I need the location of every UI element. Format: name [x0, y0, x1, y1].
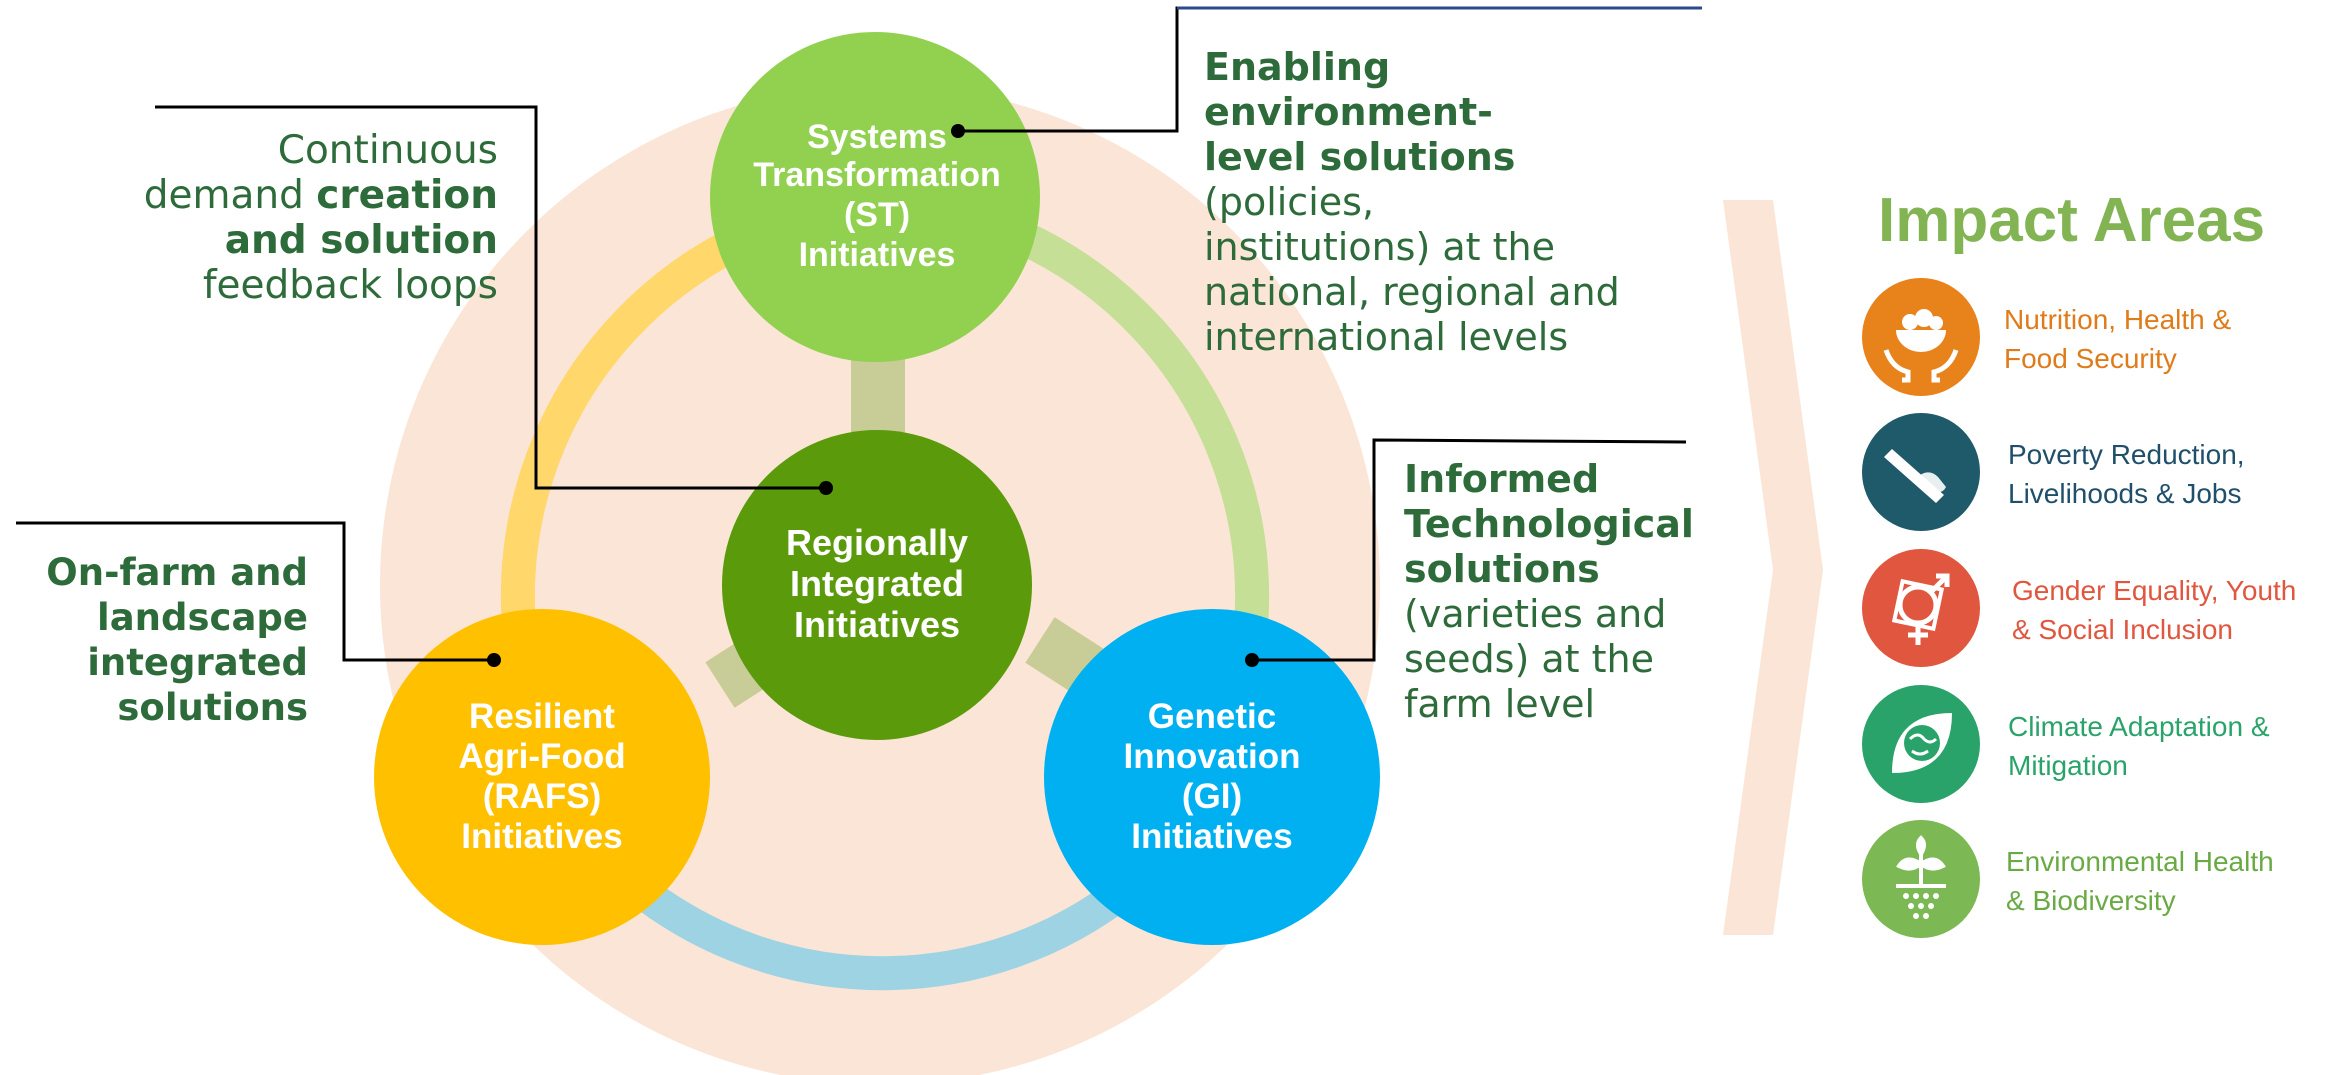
rafs-label-3: (RAFS) — [483, 777, 602, 816]
st-circle — [710, 32, 1040, 362]
impact-label-biodiversity: Environmental Health & Biodiversity — [2006, 842, 2336, 920]
impact-label-nutrition: Nutrition, Health & Food Security — [2004, 300, 2334, 378]
gender-icon — [1862, 549, 1980, 667]
informed-line-6: farm level — [1404, 682, 1596, 726]
feedback-line-3: and solution — [130, 218, 498, 263]
enabling-line-3: institutions) at the — [1204, 225, 1555, 269]
enabling-line-4: national, regional and — [1204, 270, 1620, 314]
leader-line-onfarm — [16, 521, 494, 662]
enabling-rest-1: (policies, — [1204, 180, 1375, 224]
onfarm-line-1: On-farm and — [46, 551, 308, 594]
gi-label-4: Initiatives — [1131, 817, 1292, 856]
gi-label-3: (GI) — [1182, 777, 1242, 816]
rafs-circle — [374, 609, 710, 945]
impact-label-climate-2: Mitigation — [2008, 750, 2128, 781]
impact-areas-title: Impact Areas — [1878, 186, 2266, 255]
feedback-line-4: feedback loops — [202, 263, 498, 308]
impact-label-biodiversity-2: & Biodiversity — [2006, 885, 2176, 916]
impact-item-poverty: Poverty Reduction, Livelihoods & Jobs — [1862, 413, 2332, 533]
ri-circle — [722, 430, 1032, 740]
onfarm-line-4: solutions — [117, 686, 308, 729]
informed-line-5: seeds) at the — [1404, 637, 1655, 681]
st-label-2: Transformation — [753, 156, 1000, 194]
informed-line-1: Informed — [1404, 457, 1704, 502]
leader-line-informed — [1252, 438, 1687, 662]
gi-circle — [1044, 609, 1380, 945]
impact-label-gender-2: & Social Inclusion — [2012, 614, 2234, 645]
gi-label-1: Genetic — [1148, 697, 1276, 736]
st-label-3: (ST) — [844, 196, 910, 234]
feedback-line-2-bold: creation — [316, 173, 498, 218]
ri-label-1: Regionally — [786, 522, 968, 563]
informed-line-3: solutions — [1404, 547, 1704, 592]
impact-label-biodiversity-1: Environmental Health — [2006, 846, 2274, 877]
leader-dot-informed — [1245, 653, 1259, 667]
informed-line-4: (varieties and — [1404, 592, 1667, 636]
rafs-label-4: Initiatives — [461, 817, 622, 856]
leader-line-feedback — [155, 105, 826, 490]
impact-label-climate: Climate Adaptation & Mitigation — [2008, 707, 2336, 785]
impact-item-gender: Gender Equality, Youth & Social Inclusio… — [1862, 549, 2332, 669]
initiatives-diagram: Systems Transformation (ST) Initiatives … — [16, 6, 1702, 1075]
onfarm-line-3: integrated — [87, 641, 308, 684]
leader-dot-onfarm — [487, 653, 501, 667]
ri-label-2: Integrated — [790, 563, 964, 604]
informed-bold-3: solutions — [1404, 547, 1600, 591]
poverty-icon — [1862, 413, 1980, 531]
ring-arc-rafs-gi — [629, 876, 1136, 991]
informed-annotation: Informed Technological solutions (variet… — [1404, 457, 1704, 727]
leader-dot-feedback — [819, 481, 833, 495]
chevron-arrow — [1723, 200, 1823, 935]
impact-item-climate: Climate Adaptation & Mitigation — [1862, 685, 2332, 805]
impact-label-gender-1: Gender Equality, Youth — [2012, 575, 2297, 606]
feedback-line-2: demand creation — [130, 173, 498, 218]
enabling-annotation: Enabling environment- level solutions (p… — [1204, 45, 1664, 360]
impact-label-poverty: Poverty Reduction, Livelihoods & Jobs — [2008, 435, 2336, 513]
feedback-line-3-bold: and solution — [224, 218, 498, 263]
impact-label-nutrition-2: Food Security — [2004, 343, 2177, 374]
climate-icon — [1862, 685, 1980, 803]
st-label-1: Systems — [807, 118, 947, 156]
informed-bold-1: Informed — [1404, 457, 1600, 501]
rafs-label-2: Agri-Food — [458, 737, 625, 776]
biodiversity-icon — [1862, 820, 1980, 938]
chevron-arrow-shape — [1723, 200, 1823, 935]
informed-bold-2: Technological — [1404, 502, 1694, 546]
feedback-line-1: Continuous — [277, 128, 498, 173]
feedback-line-2-pre: demand — [143, 173, 317, 218]
impact-label-poverty-2: Livelihoods & Jobs — [2008, 478, 2242, 509]
impact-label-gender: Gender Equality, Youth & Social Inclusio… — [2012, 571, 2336, 649]
impact-label-poverty-1: Poverty Reduction, — [2008, 439, 2245, 470]
impact-item-nutrition: Nutrition, Health & Food Security — [1862, 278, 2332, 398]
ri-label-3: Initiatives — [794, 604, 960, 645]
enabling-bold-2: level solutions — [1204, 135, 1516, 179]
informed-line-2: Technological — [1404, 502, 1704, 547]
impact-item-biodiversity: Environmental Health & Biodiversity — [1862, 820, 2332, 940]
feedback-annotation: Continuous demand creation and solution … — [130, 128, 498, 308]
enabling-line-5: international levels — [1204, 315, 1569, 359]
gi-label-2: Innovation — [1124, 737, 1301, 776]
impact-label-climate-1: Climate Adaptation & — [2008, 711, 2270, 742]
rafs-label-1: Resilient — [469, 697, 615, 736]
nutrition-icon — [1862, 278, 1980, 396]
leader-dot-enabling — [951, 124, 965, 138]
st-label-4: Initiatives — [799, 236, 956, 274]
impact-label-nutrition-1: Nutrition, Health & — [2004, 304, 2232, 335]
onfarm-annotation: On-farm and landscape integrated solutio… — [20, 550, 308, 730]
enabling-bold-1: Enabling environment- — [1204, 45, 1493, 134]
enabling-line-1: Enabling environment- — [1204, 45, 1664, 135]
enabling-line-2: level solutions (policies, — [1204, 135, 1664, 225]
onfarm-line-2: landscape — [97, 596, 308, 639]
